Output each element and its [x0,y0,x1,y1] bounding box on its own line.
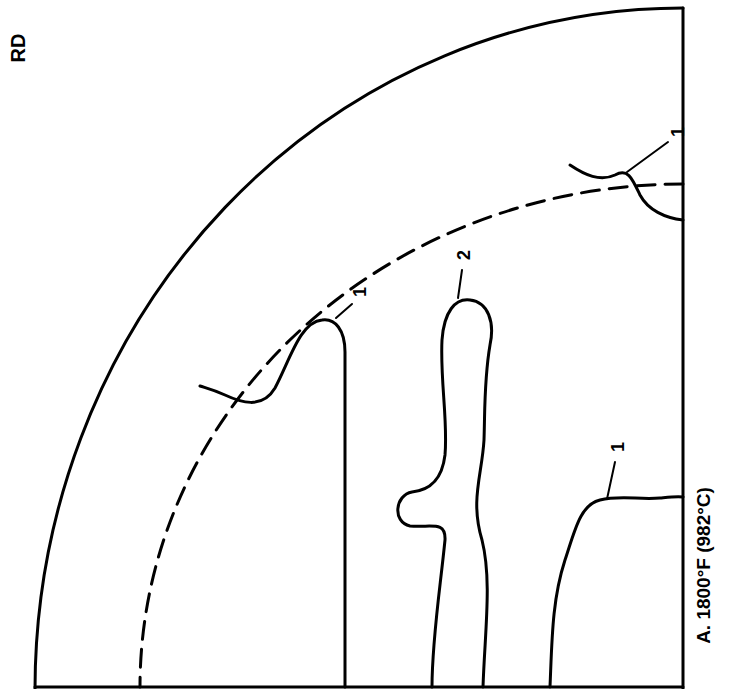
callout-number: 2 [455,250,473,260]
callout-number: 1 [669,127,687,137]
contour-1 [550,497,683,687]
leader-line [627,142,668,172]
right-edge [682,8,685,689]
leader-line [607,462,615,499]
callout-number: 1 [609,442,627,452]
figure-caption: A. 1800°F (982°C) [694,487,713,644]
contour-2 [398,300,492,687]
bottom-edge [35,686,683,689]
contour-1 [200,320,345,687]
contour-1 [570,165,683,220]
outer-arc [35,8,683,689]
dashed-arc [140,184,683,687]
axis-label: RD [8,34,28,63]
leader-line [336,304,352,318]
callout-number: 1 [351,287,369,297]
leader-line [458,270,462,298]
